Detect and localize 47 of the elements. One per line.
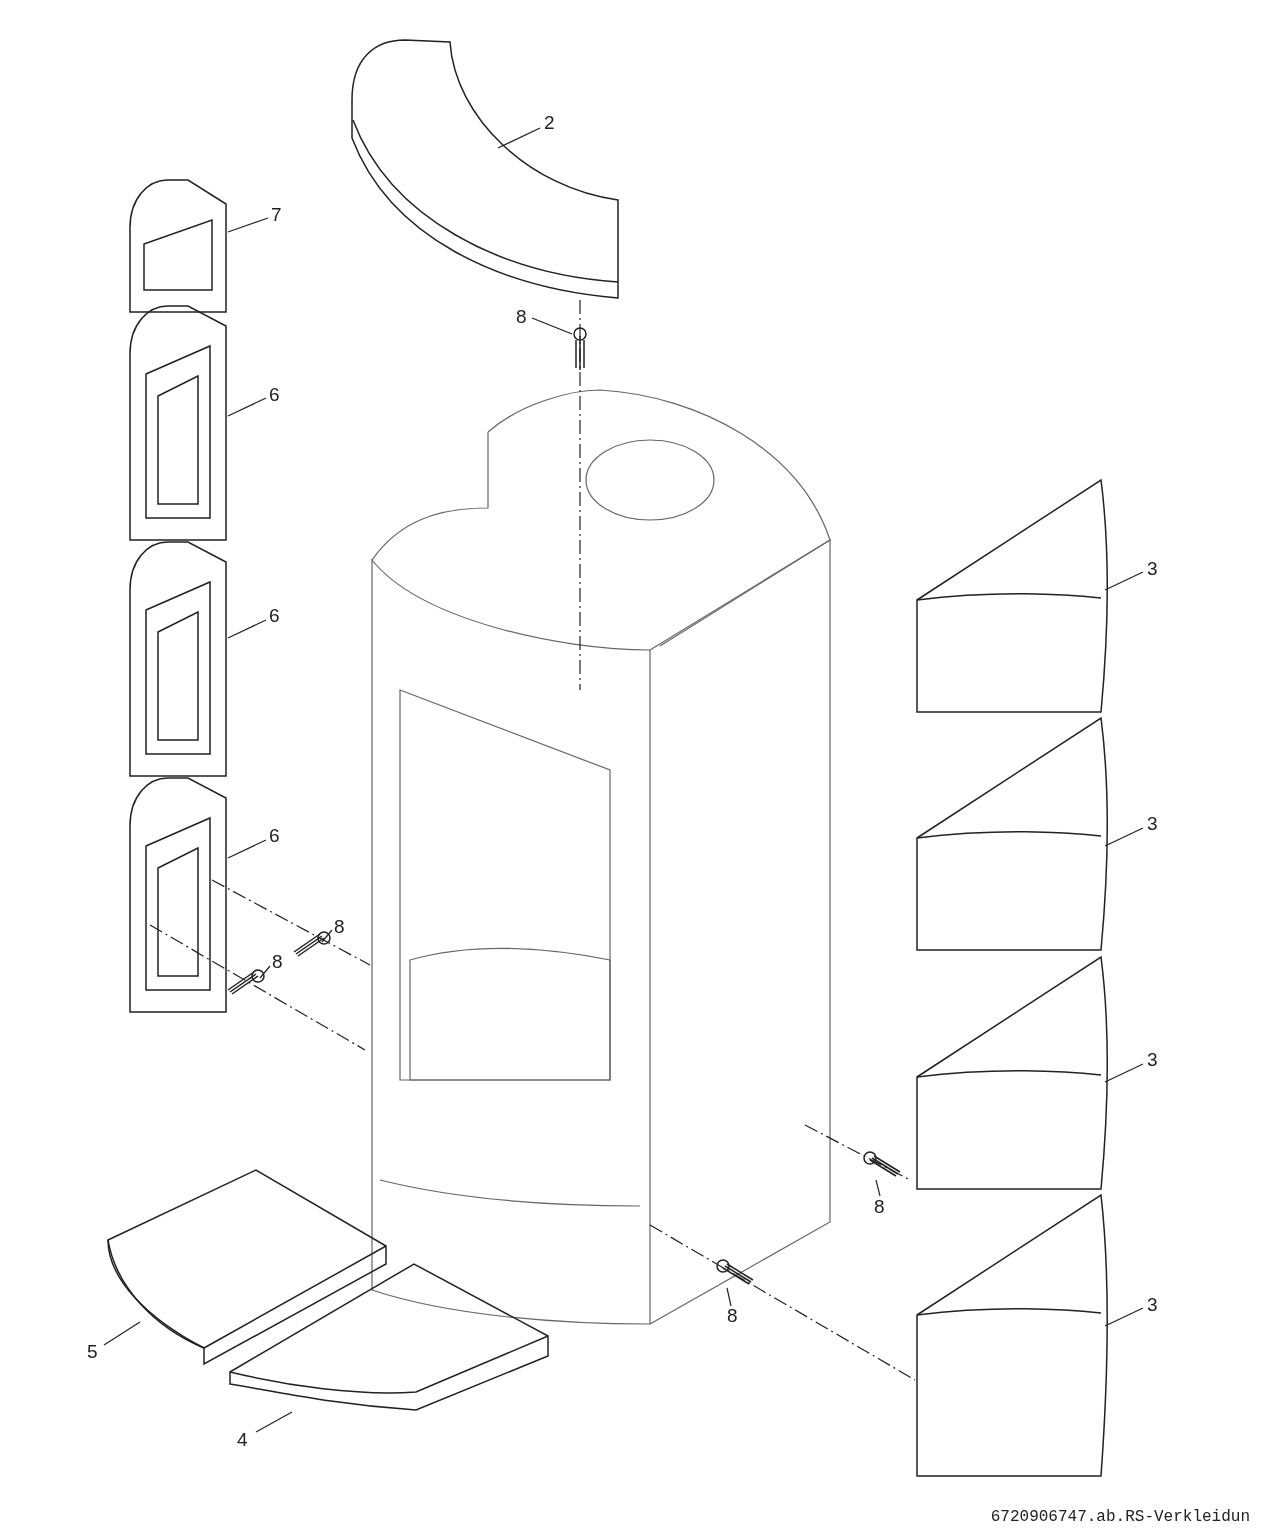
callout-number: 8 [272, 952, 283, 972]
leader-line [103, 1321, 141, 1346]
leader-line [227, 619, 267, 639]
screw-drawing [292, 928, 332, 958]
leader-line [726, 1287, 732, 1307]
side-panel-drawing [128, 178, 228, 314]
callout-number: 3 [1147, 814, 1158, 834]
callout-number: 3 [1147, 1050, 1158, 1070]
hearth-plate-drawing [228, 1262, 550, 1412]
callout-number: 3 [1147, 1295, 1158, 1315]
callout-number: 6 [269, 826, 280, 846]
leader-line [531, 317, 573, 335]
callout-number: 8 [727, 1306, 738, 1326]
leader-line [255, 1411, 293, 1433]
cover-panel-drawing [350, 38, 620, 300]
leader-line [1104, 827, 1144, 847]
callout-number: 8 [874, 1197, 885, 1217]
leader-line [1104, 1063, 1144, 1083]
screw-drawing [715, 1258, 755, 1288]
drawing-number: 6720906747.ab.RS-Verkleidun [990, 1508, 1250, 1526]
callout-number: 7 [271, 205, 282, 225]
leader-line [875, 1179, 881, 1197]
leader-line [227, 839, 267, 859]
leader-line [227, 397, 267, 417]
callout-number: 3 [1147, 559, 1158, 579]
leader-line [227, 217, 269, 233]
callout-number: 6 [269, 385, 280, 405]
screw-drawing [862, 1150, 902, 1180]
side-panel-drawing [128, 304, 228, 542]
leader-line [1104, 1307, 1144, 1327]
side-panel-drawing [128, 540, 228, 776]
callout-number: 5 [87, 1342, 98, 1362]
callout-number: 8 [516, 307, 527, 327]
screw-drawing [570, 328, 590, 372]
callout-number: 4 [237, 1430, 248, 1450]
callout-number: 6 [269, 606, 280, 626]
hearth-plate-drawing [106, 1168, 388, 1366]
screw-drawing [226, 966, 268, 998]
side-panel-drawing [915, 1193, 1105, 1478]
callout-number: 2 [544, 113, 555, 133]
leader-line [321, 929, 333, 943]
leader-line [1104, 571, 1144, 591]
leader-line [497, 127, 541, 149]
leader-line [259, 965, 271, 979]
side-panel-drawing [128, 776, 228, 1014]
callout-number: 8 [334, 917, 345, 937]
side-panel-drawing [915, 478, 1105, 714]
